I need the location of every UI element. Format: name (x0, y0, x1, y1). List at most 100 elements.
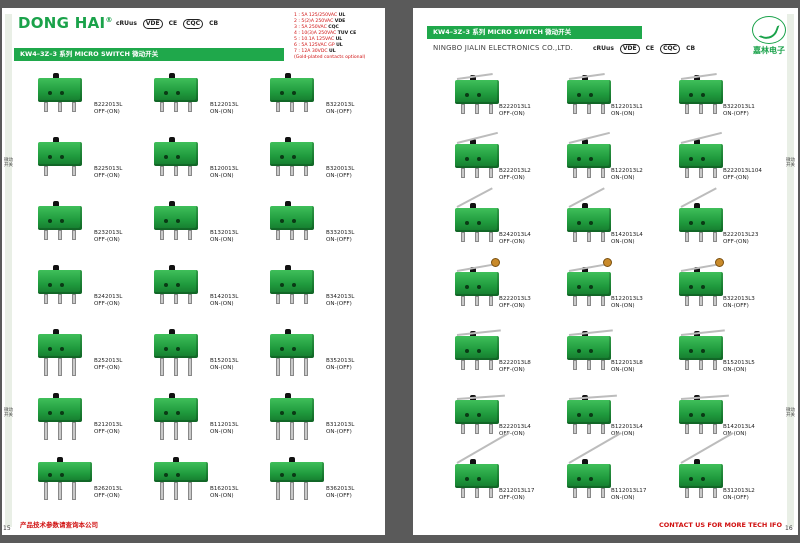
product-code: B122013L1 (611, 104, 643, 110)
cb-cert-icon: CB (686, 45, 696, 52)
switch-state: ON-(ON) (210, 109, 234, 115)
switch-state: OFF-(ON) (94, 429, 120, 435)
gutter-label: 微动开关 (786, 408, 795, 418)
gutter-label: 微动开关 (786, 158, 795, 168)
switch-state: OFF-(ON) (499, 175, 525, 181)
switch-state: OFF-(ON) (94, 493, 120, 499)
cb-cert-icon: CB (209, 20, 219, 27)
switch-state: ON-(OFF) (326, 301, 352, 307)
cqc-cert-icon: CQC (660, 44, 681, 54)
roller-icon (491, 258, 500, 267)
switch-state: ON-(ON) (611, 431, 635, 437)
switch-state: ON-(ON) (210, 365, 234, 371)
product-code: B122013L4 (611, 424, 643, 430)
actuator-lever (456, 329, 501, 336)
page-gutter-right: 微动开关 微动开关 16 (784, 8, 798, 535)
product-code: B152013L (210, 358, 239, 364)
roller-icon (603, 258, 612, 267)
product-code: B242013L (94, 294, 123, 300)
series-title-bar: KW4–3Z–3 系列 MICRO SWITCH 微动开关 (427, 26, 642, 39)
jialin-logo: 嘉林电子 (746, 16, 792, 56)
company-name: NINGBO JIALIN ELECTRONICS CO.,LTD. (433, 44, 574, 52)
series-title-bar: KW4–3Z–3 系列 MICRO SWITCH 微动开关 (14, 48, 284, 61)
product-code: B312013L2 (723, 488, 755, 494)
product-code: B222013L4 (499, 424, 531, 430)
product-code: B222013L1 (499, 104, 531, 110)
ce-cert-icon: CE (168, 20, 178, 27)
product-code: B122013L2 (611, 168, 643, 174)
rating-line: 4 : 10(3)A 250VAC TUV CE (294, 31, 357, 36)
actuator-lever (568, 131, 610, 144)
product-code: B222013L23 (723, 232, 759, 238)
footer-note: 产品技术参数请查询本公司 (20, 521, 98, 529)
rating-line: 7 : 12A 30VDC UL (294, 49, 336, 54)
catalog-page-left: 微动开关 微动开关 15 DONG HAI® cRUus VDE CE CQC … (2, 8, 385, 535)
page-number: 16 (785, 525, 793, 532)
rating-line: 2 : 5(2)A 250VAC VDE (294, 19, 346, 24)
switch-state: ON-(OFF) (326, 109, 352, 115)
switch-state: ON-(OFF) (326, 365, 352, 371)
product-code: B122013L8 (611, 360, 643, 366)
switch-state: ON-(ON) (210, 237, 234, 243)
product-code: B212013L17 (499, 488, 535, 494)
product-code: B342013L (326, 294, 355, 300)
brand-logo: DONG HAI® (18, 14, 113, 32)
actuator-lever (680, 329, 725, 336)
rating-line: 6 : 5A 125VAC GP UL (294, 43, 343, 48)
switch-state: ON-(OFF) (326, 493, 352, 499)
switch-state: OFF-(ON) (94, 365, 120, 371)
product-code: B122013L3 (611, 296, 643, 302)
product-code: B152013L5 (723, 360, 755, 366)
actuator-lever (456, 131, 498, 144)
actuator-lever (568, 329, 613, 336)
product-code: B232013L (94, 230, 123, 236)
product-code: B222013L3 (499, 296, 531, 302)
switch-state: OFF-(ON) (723, 239, 749, 245)
rating-line: (Gold-plated contacts optional) (294, 55, 366, 60)
page-gutter-left: 微动开关 微动开关 15 (2, 8, 16, 535)
product-code: B322013L3 (723, 296, 755, 302)
vde-cert-icon: VDE (619, 44, 640, 54)
switch-state: ON-(ON) (611, 367, 635, 373)
product-code: B142013L4 (723, 424, 755, 430)
switch-state: OFF-(ON) (499, 239, 525, 245)
actuator-lever (456, 432, 510, 464)
product-code: B262013L (94, 486, 123, 492)
product-code: B332013L (326, 230, 355, 236)
page-number: 15 (3, 525, 11, 532)
leaf-icon (752, 16, 786, 44)
switch-state: ON-(OFF) (326, 429, 352, 435)
certification-marks: cRUus VDE CE CQC CB (114, 19, 220, 29)
certification-marks: cRUus VDE CE CQC CB (591, 44, 697, 54)
product-code: B312013L (326, 422, 355, 428)
rating-line: 5 : 10.1A 125VAC UL (294, 37, 343, 42)
product-code: B352013L (326, 358, 355, 364)
